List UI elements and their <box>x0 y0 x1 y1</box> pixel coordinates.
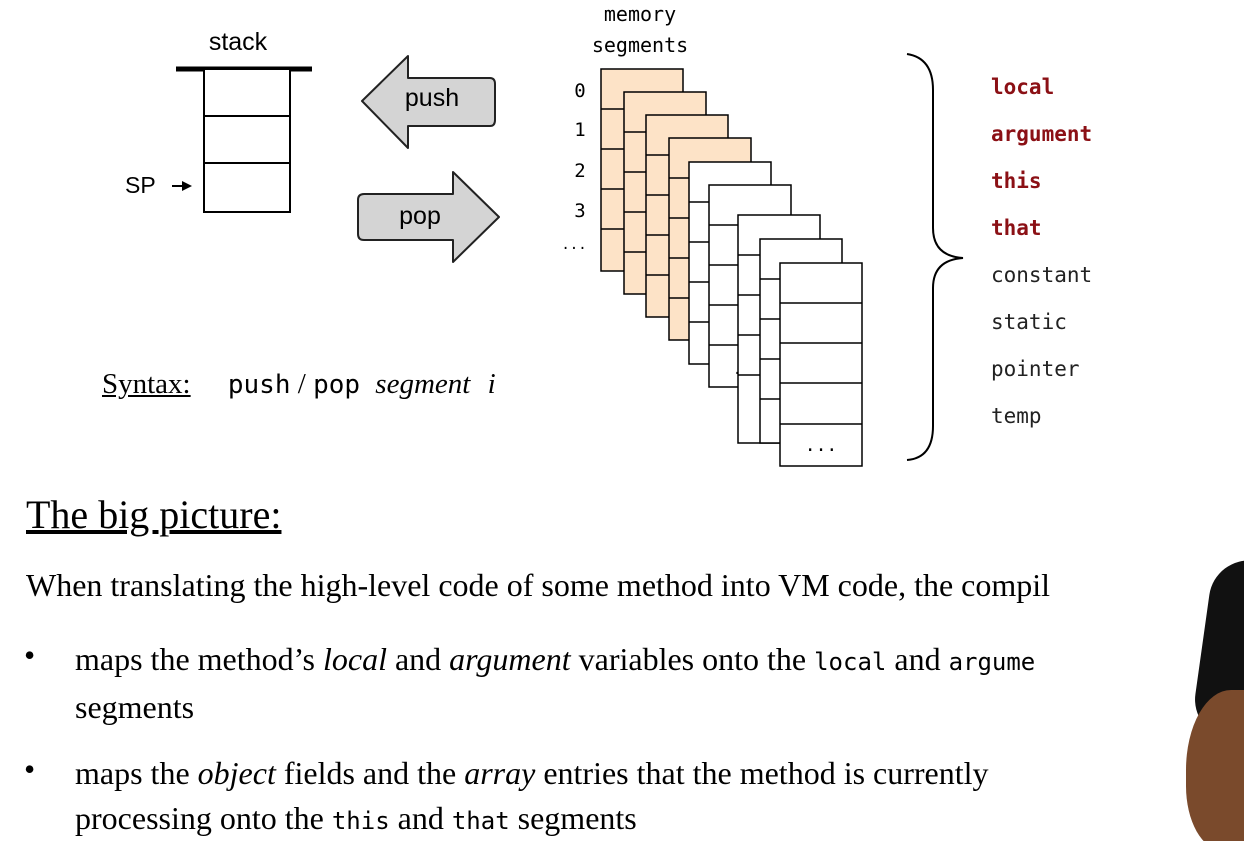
segment-name: temp <box>991 404 1042 428</box>
presenter-arm <box>1186 690 1244 841</box>
bullet-text-1: maps the method’s local and argument var… <box>75 637 1195 730</box>
syntax-label: Syntax: <box>102 368 191 400</box>
syntax-slash: / <box>290 368 314 400</box>
text-run: entries that the method is currently <box>535 755 989 791</box>
presenter-video-overlay <box>1184 560 1244 841</box>
bullet-text-2: maps the object fields and the array ent… <box>75 751 1195 844</box>
stack-label: stack <box>209 28 268 56</box>
stack-cell <box>203 115 291 164</box>
vm-memory-diagram: stack SP push pop memory segments 0 1 2 … <box>125 2 964 467</box>
last-cell-ellipsis: ... <box>805 435 838 456</box>
memory-segments-label: segments <box>592 33 688 57</box>
text-run: fields and the <box>275 755 465 791</box>
segment-name: static <box>991 310 1067 334</box>
text-run: and <box>886 641 949 677</box>
curly-brace <box>906 53 964 461</box>
segment-name: pointer <box>991 357 1080 381</box>
text-run: and <box>389 800 452 836</box>
pop-label: pop <box>399 202 441 230</box>
syntax-segment: segment <box>375 368 471 400</box>
push-label: push <box>405 84 459 112</box>
syntax-pop: pop <box>313 370 361 400</box>
segment-name: argument <box>991 122 1093 146</box>
segment-card-temp <box>779 262 863 467</box>
bullet-marker: • <box>24 751 36 787</box>
text-run: argument <box>449 641 571 677</box>
text-run: maps the <box>75 755 198 791</box>
pop-arrow <box>357 171 500 263</box>
text-run: object <box>197 755 276 791</box>
segment-index-label: 3 <box>574 200 585 222</box>
syntax-index: i <box>487 368 496 400</box>
text-run: segments <box>509 800 637 836</box>
text-run: segments <box>75 689 195 725</box>
code-argument: argume <box>948 648 1036 676</box>
big-picture-heading: The big picture: <box>26 492 282 537</box>
text-run: and <box>386 641 450 677</box>
code-this: this <box>331 807 390 835</box>
stack-cell <box>203 68 291 117</box>
syntax-push: push <box>227 370 291 400</box>
sp-label: SP <box>125 172 156 198</box>
big-picture-intro: When translating the high-level code of … <box>26 567 1051 603</box>
text-run: array <box>464 755 536 791</box>
segment-index-label: 2 <box>574 160 585 182</box>
segment-name-list: local argument this that constant static… <box>991 70 1092 446</box>
code-local: local <box>814 648 887 676</box>
code-that: that <box>451 807 510 835</box>
text-run: maps the method’s <box>75 641 323 677</box>
segment-index-label: 0 <box>574 80 585 102</box>
text-run: variables onto the <box>570 641 815 677</box>
segment-name: constant <box>991 263 1093 287</box>
sp-pointer-arrowhead <box>182 181 192 191</box>
push-arrow <box>361 55 496 149</box>
memory-segments-label: memory <box>604 2 676 26</box>
segment-index-label: ... <box>561 237 586 253</box>
segment-name: this <box>991 169 1042 193</box>
syntax-line: Syntax: push / pop segment i <box>102 368 496 401</box>
stack-cell <box>203 162 291 213</box>
segment-name: local <box>991 75 1055 99</box>
text-run: processing onto the <box>75 800 332 836</box>
segment-name: that <box>991 216 1042 240</box>
segment-index-label: 1 <box>574 119 585 141</box>
text-run: local <box>322 641 387 677</box>
bullet-marker: • <box>24 637 36 673</box>
